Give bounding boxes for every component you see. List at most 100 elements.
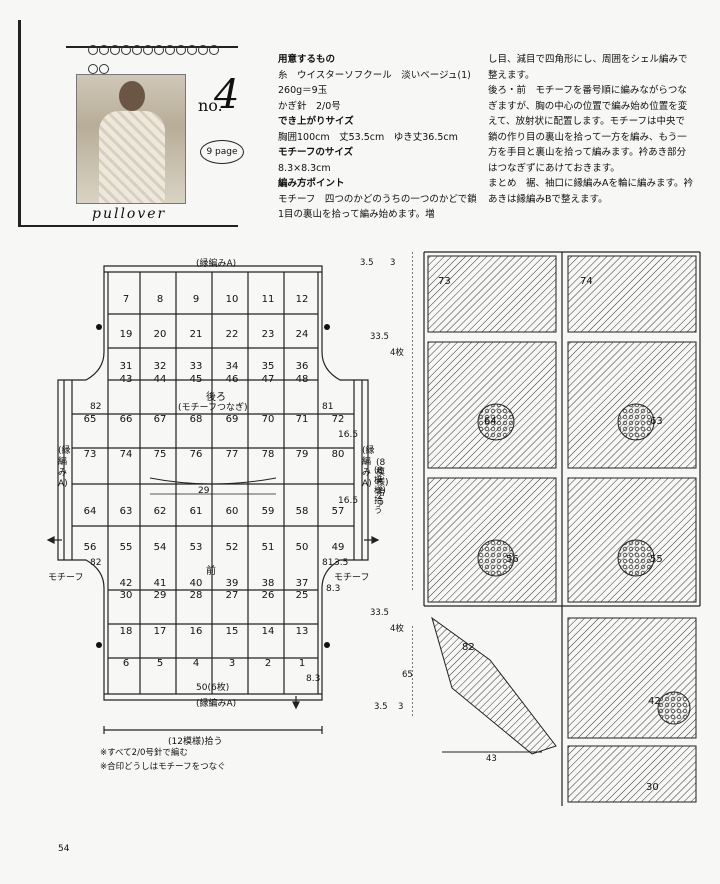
join-marker [96,324,102,330]
motif-cell: 10 [225,294,239,305]
motif-cell: 66 [119,414,133,425]
chart-dim-pickup: (8模様)拾う [374,466,386,516]
motif-cell: 79 [295,449,309,460]
motif-cell: 28 [189,590,203,601]
chart-dim-lower-count: 4枚 [390,624,404,634]
motif-cell: 14 [261,626,275,637]
footnote-1: ※すべて2/0号針で編む [100,748,188,758]
motif-cell: 73 [83,449,97,460]
bottom-edge-label: (縁編みA) [196,699,237,709]
motif-cell: 58 [295,506,309,517]
footnote-2: ※合印どうしはモチーフをつなぐ [100,762,226,772]
motif-cell: 50 [295,542,309,553]
motif-cell: 33 [189,361,203,372]
chain-decoration [88,40,228,74]
motif-cell: 19 [119,329,133,340]
motif-cell: 4 [192,658,200,669]
motif-cell: 51 [261,542,275,553]
col2-para-1: し目、減目で四角形にし、周囲をシェル編みで整えます。 [488,54,688,81]
motif-cell: 8 [156,294,164,305]
point-motif: モチーフ 四つのかどのうちの一つのかどで鎖1目の裏山を拾って編み始めます。増 [278,193,477,221]
pattern-no-label: no. [198,96,223,115]
motif-cell: 60 [225,506,239,517]
motif-cell: 21 [189,329,203,340]
motif-cell: 40 [189,578,203,589]
motif-cell: 68 [189,414,203,425]
motif-cell: 55 [119,542,133,553]
motif-cell: 78 [261,449,275,460]
instructions-column-1: 用意するもの 糸 ウイスターソフクール 淡いベージュ(1) 260g＝9玉 かぎ… [278,52,478,223]
motif-cell: 47 [261,374,275,385]
motif-cell: 18 [119,626,133,637]
motif-cell: 76 [189,449,203,460]
stitch-chart-drawing [412,251,701,806]
chart-motif-74: 74 [580,276,593,287]
armhole-81-back: 81 [322,402,334,412]
chart-dim-65: 65 [402,670,413,680]
chart-motif-30: 30 [646,782,659,793]
hem-width-dim: 50(6枚) [196,683,230,693]
hook-line: かぎ針 2/0号 [278,100,341,112]
motif-dim-bottom: 8.3 [306,674,321,684]
motif-cell: 42 [119,578,133,589]
motif-cell: 61 [189,506,203,517]
join-marker [96,642,102,648]
motif-cell: 20 [153,329,167,340]
motif-cell: 9 [192,294,200,305]
side-dim-lower: 16.5 [338,496,359,506]
col2-para-3: まとめ 裾、袖口に縁編みAを輪に編みます。衿あきは縁編みBで整えます。 [488,178,694,205]
chart-motif-55: 55 [650,554,663,565]
motif-cell: 37 [295,578,309,589]
chart-dim-upper-count: 4枚 [390,348,404,358]
right-edge-label: (縁編みA) [362,446,375,489]
motif-cell: 43 [119,374,133,385]
size-value: 胸囲100cm 丈53.5cm ゆき丈36.5cm [278,131,458,143]
neck-depth-dim: 29 [198,486,210,496]
garment-schematic: (縁編みA) (縁編みA) (縁編みA) (縁編みA) 後ろ (モチーフつなぎ)… [0,240,400,800]
armhole-81-front: 81 [322,558,334,568]
title-card [18,20,238,227]
motif-cell: 31 [119,361,133,372]
motif-cell: 17 [153,626,167,637]
motif-cell: 35 [261,361,275,372]
motif-cell: 24 [295,329,309,340]
motif-cell: 70 [261,414,275,425]
motif-cell: 54 [153,542,167,553]
motif-cell: 48 [295,374,309,385]
motif-cell: 26 [261,590,275,601]
chart-motif-63: 63 [650,416,663,427]
motif-cell: 5 [156,658,164,669]
motif-cell: 29 [153,590,167,601]
motif-cell: 49 [331,542,345,553]
motif-cell: 15 [225,626,239,637]
motif-cell: 67 [153,414,167,425]
motif-cell: 39 [225,578,239,589]
motif-cell: 27 [225,590,239,601]
motif-label-right: モチーフ [334,573,370,583]
schematic-outline [46,265,380,734]
chart-motif-42: 42 [648,696,661,707]
motif-cell: 62 [153,506,167,517]
top-edge-label: (縁編みA) [196,259,237,269]
motif-cell: 38 [261,578,275,589]
garment-subtitle: pullover [92,206,167,222]
motif-cell: 36 [295,361,309,372]
chart-motif-56: 56 [506,554,519,565]
page-number: 54 [58,844,70,854]
yarn-line: 糸 ウイスターソフクール 淡いベージュ(1) 260g＝9玉 [278,69,471,97]
motif-cell: 71 [295,414,309,425]
motif-cell: 13 [295,626,309,637]
motif-cell: 57 [331,506,345,517]
chart-motif-64: 64 [484,416,497,427]
instructions-column-2: し目、減目で四角形にし、周囲をシェル編みで整えます。 後ろ・前 モチーフを番号順… [488,52,694,207]
size-title: でき上がりサイズ [278,116,354,127]
motif-cell: 11 [261,294,275,305]
join-marker [324,642,330,648]
motif-size-title: モチーフのサイズ [278,147,354,158]
hem-pickup-label: (12模様)拾う [168,737,223,747]
motif-cell: 63 [119,506,133,517]
motif-cell: 7 [122,294,130,305]
motif-cell: 53 [189,542,203,553]
motif-cell: 6 [122,658,130,669]
motif-cell: 41 [153,578,167,589]
